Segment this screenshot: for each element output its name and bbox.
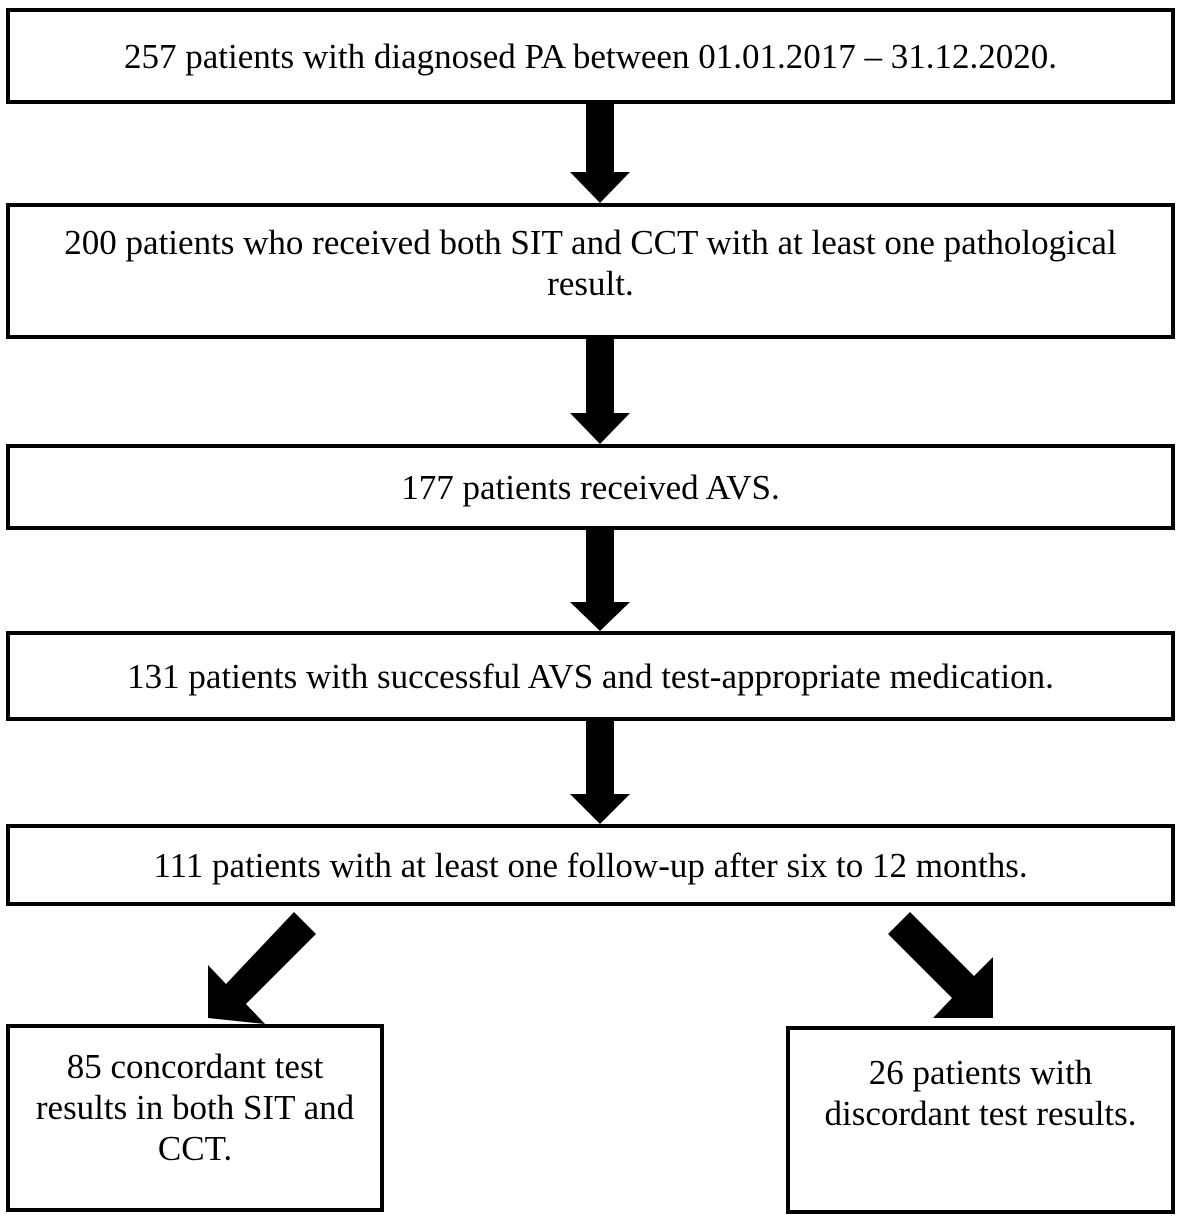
- flow-box-text: 26 patients with discordant test results…: [824, 1053, 1137, 1133]
- flow-box-text: 200 patients who received both SIT and C…: [64, 223, 1117, 303]
- arrow-down-1: [570, 104, 630, 203]
- flow-box-text: 257 patients with diagnosed PA between 0…: [124, 36, 1057, 76]
- flow-box-200-patients: 200 patients who received both SIT and C…: [6, 203, 1175, 339]
- arrow-down-left: [208, 912, 316, 1024]
- arrow-down-right: [888, 912, 993, 1018]
- flow-box-text: 131 patients with successful AVS and tes…: [127, 656, 1054, 696]
- arrow-down-4: [570, 721, 630, 824]
- arrow-down-3: [570, 530, 630, 631]
- flow-box-111-patients: 111 patients with at least one follow-up…: [6, 824, 1175, 906]
- flow-box-text: 177 patients received AVS.: [401, 467, 780, 507]
- flow-box-177-patients: 177 patients received AVS.: [6, 444, 1175, 530]
- flow-box-text: 111 patients with at least one follow-up…: [153, 845, 1028, 885]
- flow-box-85-concordant: 85 concordant test results in both SIT a…: [6, 1024, 384, 1212]
- flow-box-131-patients: 131 patients with successful AVS and tes…: [6, 631, 1175, 721]
- flow-box-text: 85 concordant test results in both SIT a…: [35, 1047, 355, 1168]
- flow-box-257-patients: 257 patients with diagnosed PA between 0…: [6, 8, 1175, 104]
- arrow-down-2: [570, 339, 630, 444]
- flow-box-26-discordant: 26 patients with discordant test results…: [786, 1026, 1175, 1214]
